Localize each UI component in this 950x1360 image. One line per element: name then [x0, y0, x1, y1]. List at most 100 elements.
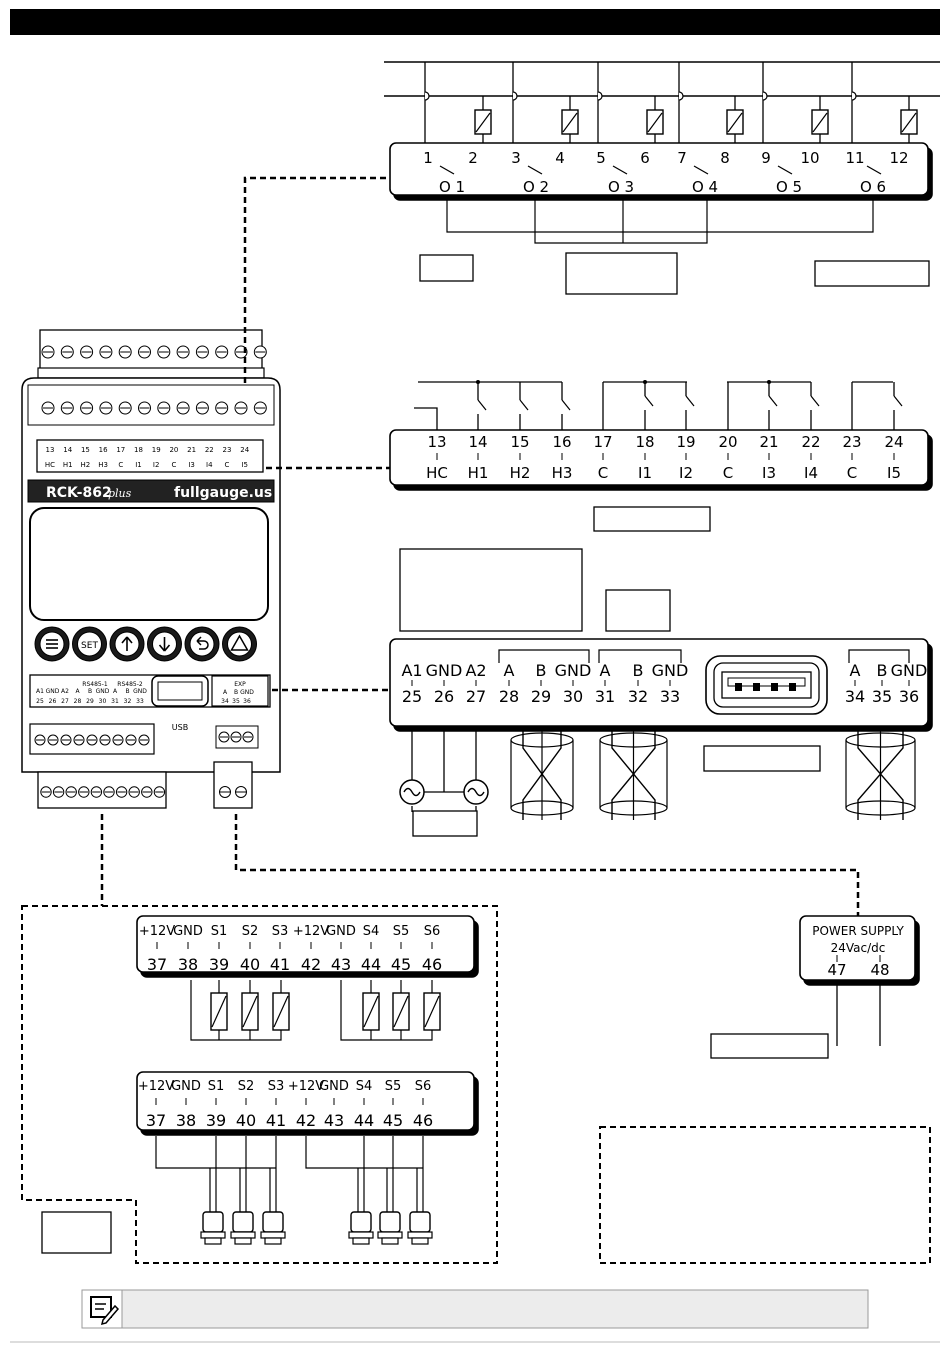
- sensor-terminal-38: 38: [178, 955, 198, 974]
- exp-terminal-35: 35: [872, 687, 892, 706]
- sensor-terminal-46: 46: [422, 955, 442, 974]
- brand-label: fullgauge.us: [174, 485, 272, 501]
- front-input-name-2: H2: [81, 461, 91, 469]
- sensor-name-0: +12V: [139, 924, 175, 939]
- set-button[interactable]: SET: [72, 626, 107, 662]
- down-arrow-button[interactable]: [147, 626, 182, 662]
- input-name-i4: I4: [804, 464, 818, 482]
- pressure-transducer-icon: [377, 1168, 403, 1245]
- output-terminal-1: 1: [423, 149, 433, 167]
- ac-source-icon: [463, 779, 489, 805]
- front-comm-number-3: 28: [74, 698, 82, 705]
- header-bar: [10, 9, 940, 35]
- sensor-name-9: S6: [415, 1079, 432, 1094]
- sensor-terminal-41: 41: [266, 1111, 286, 1130]
- output-terminal-11: 11: [845, 149, 864, 167]
- front-input-number-14: 14: [63, 446, 72, 454]
- output-terminal-10: 10: [800, 149, 819, 167]
- sensor-terminal-38: 38: [176, 1111, 196, 1130]
- input-terminal-18: 18: [635, 433, 654, 451]
- output-terminal-2: 2: [468, 149, 478, 167]
- front-exp-name-0: A: [223, 689, 228, 696]
- comm-terminal-33: 33: [660, 687, 680, 706]
- output-group-O1: O 1: [439, 178, 465, 196]
- exp-terminal-34: 34: [845, 687, 865, 706]
- comm-terminal-32: 32: [628, 687, 648, 706]
- input-terminal-20: 20: [718, 433, 737, 451]
- input-name-c: C: [723, 464, 733, 482]
- sensor-terminal-41: 41: [270, 955, 290, 974]
- front-exp-name-1: B: [234, 689, 238, 696]
- sensor-name-6: GND: [326, 924, 356, 939]
- power-terminal-block: [799, 915, 916, 981]
- sensor-terminal-block-1: [136, 915, 475, 973]
- front-input-name-1: H1: [63, 461, 73, 469]
- sensor-terminal-37: 37: [146, 1111, 166, 1130]
- comm-terminal-block: [389, 638, 929, 727]
- label-box: [419, 254, 474, 282]
- input-terminal-15: 15: [510, 433, 529, 451]
- front-input-name-9: I4: [206, 461, 213, 469]
- sensor-name-8: S5: [385, 1079, 402, 1094]
- front-comm-number-0: 25: [36, 698, 44, 705]
- comm-name-7: B: [633, 661, 644, 680]
- front-input-name-3: H3: [98, 461, 108, 469]
- output-group-O6: O 6: [860, 178, 886, 196]
- ac-source-icon: [399, 779, 425, 805]
- front-input-number-20: 20: [169, 446, 178, 454]
- input-name-i1: I1: [638, 464, 652, 482]
- back-button[interactable]: [184, 626, 220, 662]
- comm-terminal-29: 29: [531, 687, 551, 706]
- label-box: [605, 589, 671, 632]
- label-box: [41, 1211, 112, 1254]
- label-box: [399, 548, 583, 632]
- front-comm-number-8: 33: [136, 698, 144, 705]
- output-terminal-5: 5: [596, 149, 606, 167]
- input-name-hc: HC: [426, 464, 448, 482]
- model-variant-label: plus: [108, 487, 132, 500]
- sensor-name-2: S1: [208, 1079, 225, 1094]
- device-usb-label: USB: [172, 723, 188, 732]
- ac-source-wiring: [411, 730, 477, 812]
- up-arrow-button[interactable]: [109, 626, 145, 662]
- sensor-name-8: S5: [393, 924, 410, 939]
- power-terminal-48: 48: [870, 961, 889, 979]
- front-comm-name-6: A: [113, 688, 118, 695]
- sensor-terminal-45: 45: [391, 955, 411, 974]
- input-name-i3: I3: [762, 464, 776, 482]
- front-comm-number-5: 30: [99, 698, 107, 705]
- front-comm-number-2: 27: [61, 698, 69, 705]
- sensor-terminal-42: 42: [296, 1111, 316, 1130]
- label-box: [814, 260, 930, 287]
- output-group-O2: O 2: [523, 178, 549, 196]
- output-terminal-7: 7: [677, 149, 687, 167]
- comm-terminal-26: 26: [434, 687, 454, 706]
- label-box: [412, 810, 478, 837]
- front-input-number-13: 13: [46, 446, 55, 454]
- outputs-terminal-block: [389, 142, 929, 196]
- front-input-number-15: 15: [81, 446, 90, 454]
- sensor-terminal-46: 46: [413, 1111, 433, 1130]
- pressure-transducer-icon: [348, 1168, 374, 1245]
- model-label: RCK-862: [46, 485, 112, 501]
- front-comm-name-5: GND: [96, 688, 110, 695]
- comm-name-6: A: [600, 661, 611, 680]
- comm-name-2: A2: [465, 661, 486, 680]
- back-arrow-icon: [196, 636, 209, 650]
- input-name-i2: I2: [679, 464, 693, 482]
- front-input-number-23: 23: [223, 446, 232, 454]
- sensor-name-7: S4: [363, 924, 380, 939]
- front-input-number-24: 24: [240, 446, 249, 454]
- front-input-name-10: C: [225, 461, 230, 469]
- sensor-terminal-44: 44: [354, 1111, 374, 1130]
- exp-name-1: B: [877, 661, 888, 680]
- front-comm-number-4: 29: [86, 698, 94, 705]
- sensor-name-3: S2: [242, 924, 259, 939]
- input-name-c: C: [847, 464, 857, 482]
- comm-name-0: A1: [401, 661, 422, 680]
- front-input-name-5: I1: [135, 461, 142, 469]
- alarm-button[interactable]: [222, 626, 257, 662]
- menu-button[interactable]: [34, 626, 70, 662]
- front-input-name-8: I3: [188, 461, 195, 469]
